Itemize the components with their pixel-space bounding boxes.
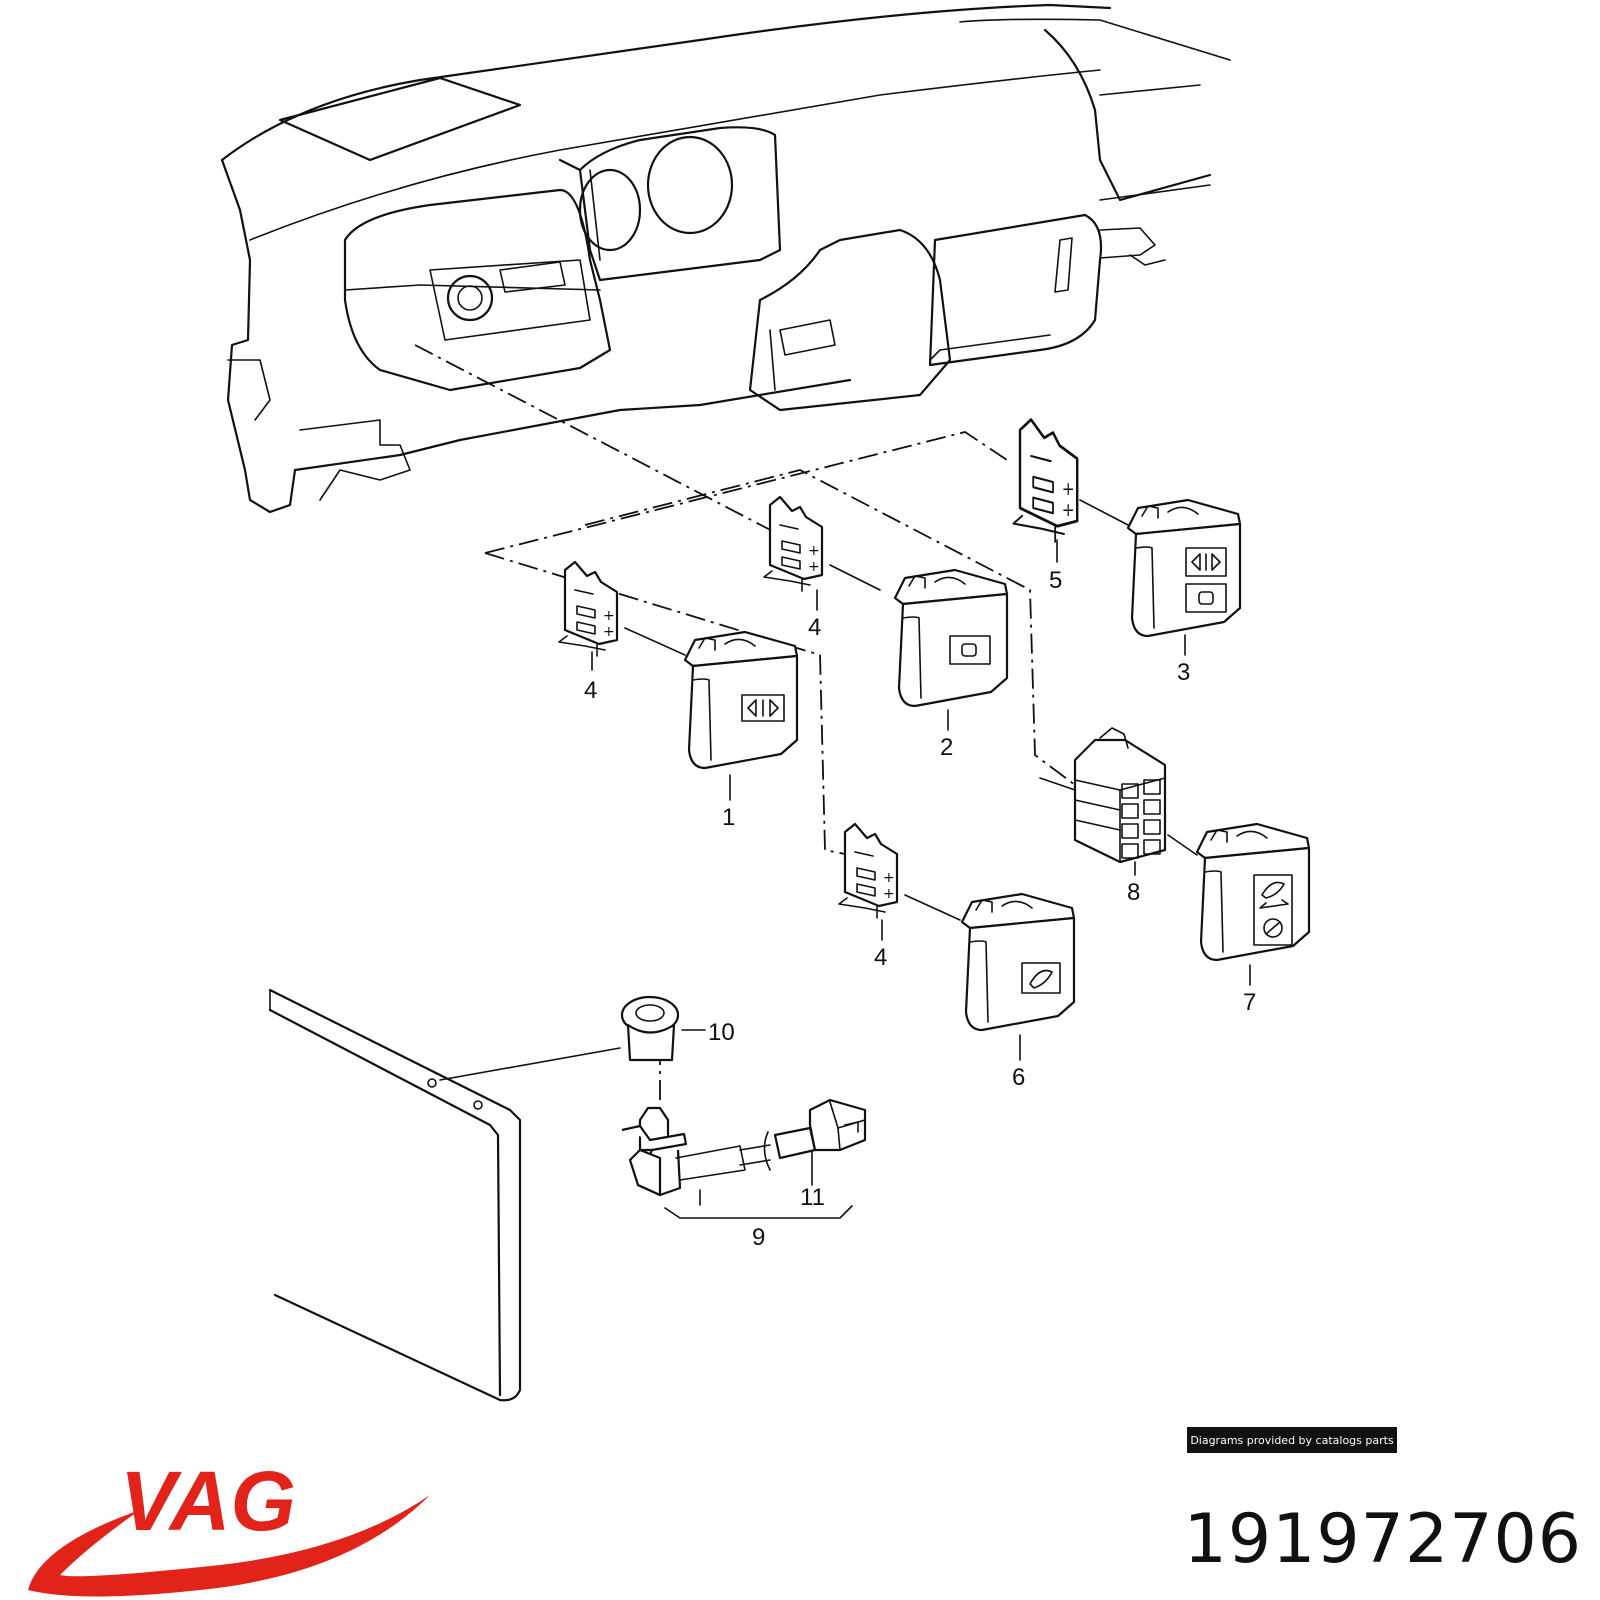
door-switch-9	[621, 1098, 867, 1219]
callout-labels: 1 2 3 4 4 4 5 6 7 8 9 10 11	[584, 567, 1256, 1251]
switch-1	[683, 630, 799, 770]
callout-2: 2	[940, 734, 953, 761]
callout-3: 3	[1177, 659, 1190, 686]
callout-ticks	[591, 539, 1251, 1061]
connector-clip-5	[1011, 418, 1079, 544]
connector-clip-4a	[557, 560, 619, 658]
bushing-10	[620, 995, 706, 1062]
switch-6	[960, 892, 1076, 1032]
callout-1: 1	[722, 804, 735, 831]
callout-5: 5	[1049, 567, 1062, 594]
callout-4a: 4	[584, 677, 597, 704]
callout-4b: 4	[808, 614, 821, 641]
connector-clip-4c	[837, 822, 899, 920]
callout-7: 7	[1243, 989, 1256, 1016]
callout-6: 6	[1012, 1064, 1025, 1091]
connector-clip-4b	[762, 495, 824, 593]
callout-8: 8	[1127, 879, 1140, 906]
multi-connector-8	[1073, 727, 1167, 864]
logo-text: VAG	[120, 1455, 296, 1548]
callout-4c: 4	[874, 944, 887, 971]
switch-7	[1195, 822, 1311, 962]
callout-9: 9	[752, 1224, 765, 1251]
callout-10: 10	[708, 1019, 735, 1046]
logo-swoosh	[28, 1495, 430, 1597]
switch-3	[1126, 498, 1242, 638]
part-number: 191972706	[1183, 1500, 1582, 1579]
diagram-credit-badge: Diagrams provided by catalogs parts	[1187, 1427, 1397, 1453]
switch-2	[893, 568, 1009, 708]
dashboard-illustration	[220, 3, 1231, 514]
callout-11: 11	[800, 1184, 825, 1211]
vag-logo: VAG	[28, 1455, 430, 1597]
glovebox-panel	[268, 988, 621, 1402]
part-links	[624, 499, 1198, 921]
